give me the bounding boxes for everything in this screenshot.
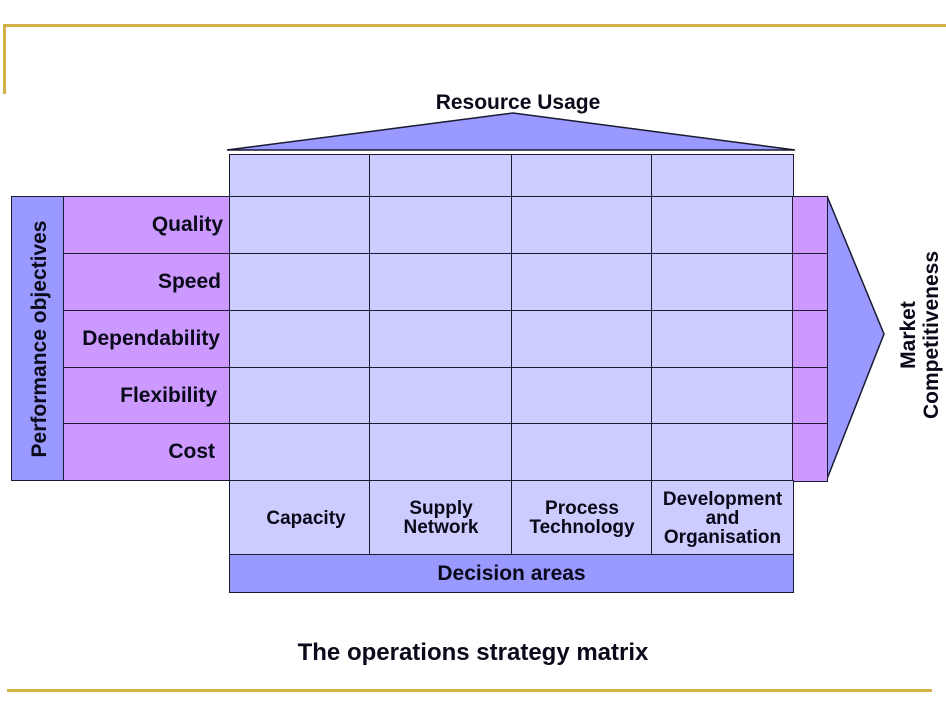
grid-cell (229, 196, 371, 255)
competitiveness-cell (792, 367, 828, 425)
objective-dependability: Dependability (63, 310, 230, 368)
market-label-line1: Market (897, 301, 920, 369)
grid-cell (511, 253, 653, 312)
grid-cell (229, 253, 371, 312)
competitiveness-cell (792, 310, 828, 369)
objective-cost: Cost (63, 423, 230, 481)
grid-cell (651, 310, 794, 369)
resource-usage-label: Resource Usage (435, 91, 601, 114)
grid-header-cell (511, 154, 653, 198)
grid-cell (511, 196, 653, 255)
resource-usage-roof (226, 112, 796, 151)
diagram-title: The operations strategy matrix (297, 639, 649, 666)
decision-area-supply-network: Supply Network (369, 480, 513, 556)
grid-header-cell (369, 154, 513, 198)
grid-cell (651, 196, 794, 255)
competitiveness-cell (792, 253, 828, 312)
objective-speed: Speed (63, 253, 230, 311)
decision-area-capacity: Capacity (229, 480, 371, 556)
grid-header-cell (229, 154, 371, 198)
market-label-line2: Competitiveness (920, 250, 943, 420)
decision-area-development-organisation: Development and Organisation (651, 480, 794, 556)
grid-cell (651, 367, 794, 425)
bottom-rule (7, 689, 932, 692)
grid-cell (229, 423, 371, 482)
grid-cell (651, 253, 794, 312)
objective-quality: Quality (63, 196, 230, 254)
top-rule (3, 24, 946, 27)
performance-objectives-label: Performance objectives (28, 220, 51, 458)
competitiveness-cell (792, 196, 828, 255)
grid-cell (511, 367, 653, 425)
grid-header-cell (651, 154, 794, 198)
market-competitiveness-arrow (826, 195, 885, 480)
left-rule (3, 24, 6, 94)
grid-cell (511, 310, 653, 369)
grid-cell (651, 423, 794, 482)
grid-cell (369, 196, 513, 255)
grid-cell (369, 253, 513, 312)
grid-cell (369, 423, 513, 482)
decision-area-process-technology: Process Technology (511, 480, 653, 556)
market-competitiveness-label: Market Competitiveness (897, 225, 946, 445)
decision-areas-label: Decision areas (437, 561, 586, 585)
decision-areas-bar: Decision areas (229, 554, 794, 593)
grid-cell (511, 423, 653, 482)
grid-cell (229, 367, 371, 425)
grid-cell (229, 310, 371, 369)
grid-cell (369, 367, 513, 425)
objective-flexibility: Flexibility (63, 367, 230, 424)
competitiveness-cell (792, 423, 828, 482)
grid-cell (369, 310, 513, 369)
